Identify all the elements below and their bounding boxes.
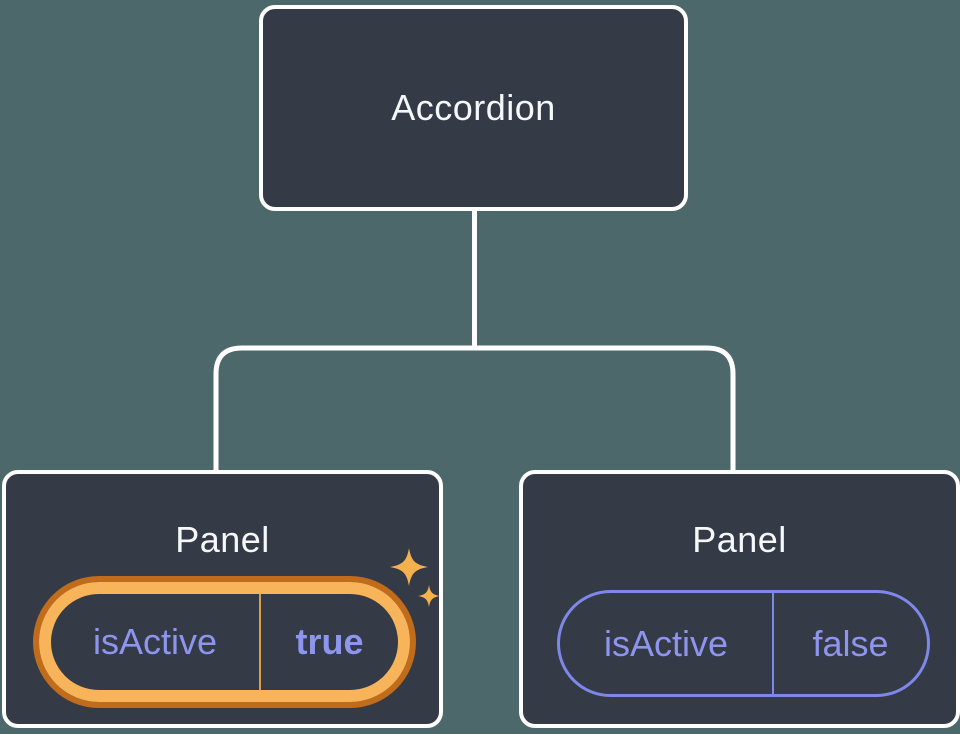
- state-key-label: isActive: [603, 622, 729, 664]
- state-pill-inactive: isActive false: [557, 590, 930, 697]
- accordion-label: Accordion: [391, 87, 556, 128]
- state-value-label: false: [812, 622, 889, 664]
- panel-label: Panel: [175, 519, 270, 560]
- pill-divider: [772, 593, 774, 694]
- sparkle-large: [390, 548, 428, 586]
- panel-component-box-active: Panel isActive true: [2, 470, 443, 728]
- pill-divider: [259, 594, 261, 690]
- panel-label: Panel: [692, 519, 787, 560]
- sparkle-small: [418, 585, 440, 607]
- state-pill-active: isActive true: [39, 582, 410, 702]
- state-key-label: isActive: [92, 621, 218, 662]
- accordion-component-box: Accordion: [259, 5, 688, 211]
- sparkles-icon: [390, 548, 440, 607]
- state-value-label: true: [295, 621, 364, 662]
- connector-branch: [213, 345, 736, 472]
- panel-component-box-inactive: Panel isActive false: [519, 470, 960, 728]
